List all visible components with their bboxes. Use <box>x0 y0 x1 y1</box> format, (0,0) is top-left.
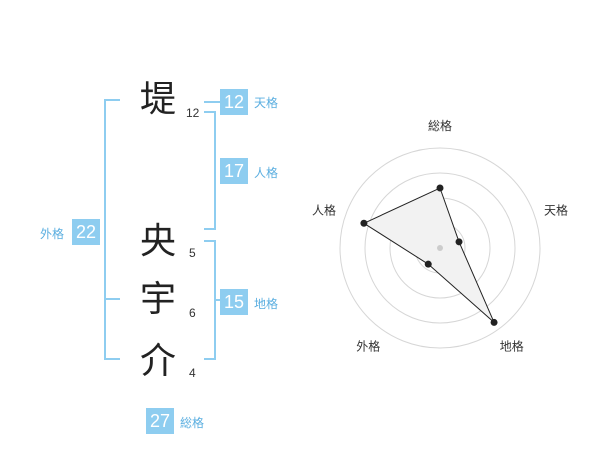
jinkaku-label: 人格 <box>254 166 279 180</box>
gaikaku-bracket <box>104 99 120 360</box>
chikaku-label: 地格 <box>254 297 279 311</box>
tenkaku-bracket-tick <box>204 101 220 103</box>
name-char-3: 宇 <box>140 279 177 320</box>
radar-point-3 <box>490 318 498 326</box>
stroke-count-2: 5 <box>189 246 196 260</box>
radar-ring-1 <box>414 222 466 274</box>
radar-axis-label-5: 人格 <box>312 202 336 217</box>
name-char-4: 介 <box>140 341 177 382</box>
gaikaku-bracket-tick <box>104 298 120 300</box>
radar-ring-2 <box>389 197 491 299</box>
radar-axis-label-4: 外格 <box>356 339 380 354</box>
radar-ring-4 <box>339 147 541 349</box>
radar-axis-label-2: 天格 <box>544 202 568 217</box>
soukaku-label: 総格 <box>180 416 205 430</box>
jinkaku-value: 17 <box>220 158 248 184</box>
stroke-count-3: 6 <box>189 306 196 320</box>
gaikaku-value: 22 <box>72 219 100 245</box>
radar-ring-3 <box>364 172 516 324</box>
chikaku-value: 15 <box>220 289 248 315</box>
radar-axis-label-3: 地格 <box>500 339 524 354</box>
gaikaku-label: 外格 <box>40 227 65 241</box>
name-char-1: 堤 <box>140 79 177 120</box>
name-char-2: 央 <box>140 221 177 262</box>
radar-point-4 <box>424 260 432 268</box>
tenkaku-value: 12 <box>220 89 248 115</box>
radar-point-5 <box>360 219 368 227</box>
jinkaku-bracket <box>204 111 216 230</box>
radar-axis-label-1: 総格 <box>428 118 452 133</box>
radar-point-1 <box>436 184 444 192</box>
tenkaku-label: 天格 <box>254 96 279 110</box>
radar-point-2 <box>455 238 463 246</box>
soukaku-value: 27 <box>146 408 174 434</box>
stroke-count-1: 12 <box>186 106 200 120</box>
radar-data-area <box>362 187 495 323</box>
radar-center-dot <box>437 245 443 251</box>
stroke-count-4: 4 <box>189 366 196 380</box>
chikaku-bracket-tick <box>214 299 220 301</box>
